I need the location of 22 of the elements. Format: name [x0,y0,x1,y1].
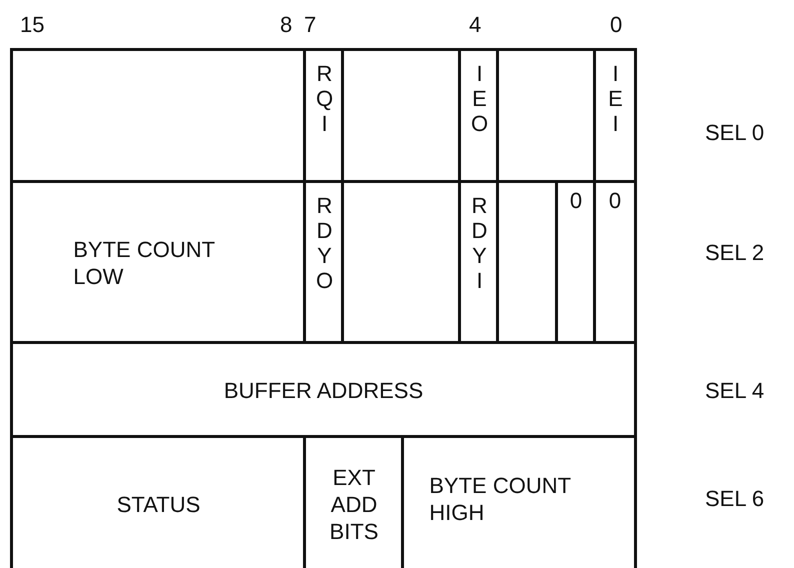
field-label: EXT ADD BITS [329,464,379,545]
bit-number: 4 [469,12,482,38]
register-select-label: SEL 6 [705,486,764,512]
field-label: RQI [312,61,336,136]
bit-number: 8 [280,12,292,38]
register-select-label: SEL 0 [705,120,764,146]
field-label: BYTE COUNT LOW [73,236,216,290]
field-label: IEO [467,61,491,136]
field-label: RDYI [467,193,491,294]
field-label: STATUS [116,491,200,518]
field-label: BUFFER ADDRESS [224,376,424,404]
register-select-label: SEL 2 [705,240,764,266]
field-label: 0 [608,187,622,214]
register-field [401,435,637,568]
field-label: 0 [570,187,582,214]
bit-number: 7 [304,12,316,38]
bit-number: 15 [20,12,44,38]
register-select-label: SEL 4 [705,378,764,404]
field-label: BYTE COUNT HIGH [429,472,572,526]
bit-number: 0 [610,12,622,38]
field-label: IEI [603,61,627,136]
field-label: RDYO [312,193,336,294]
